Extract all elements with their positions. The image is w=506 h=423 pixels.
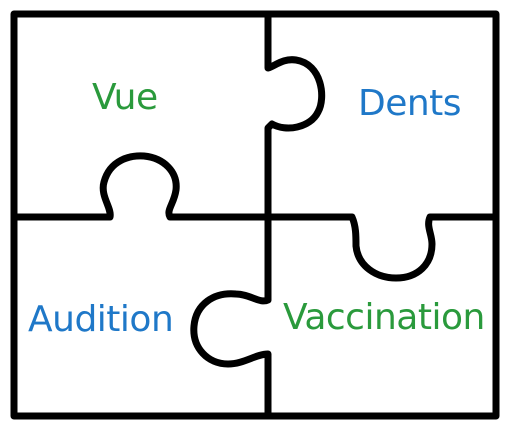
piece-label-vue: Vue	[92, 77, 158, 118]
piece-label-dents: Dents	[358, 83, 462, 124]
seam-horizontal-left	[10, 152, 272, 221]
seam-horizontal-right	[264, 213, 500, 282]
seam-vertical-top	[264, 10, 326, 221]
piece-label-vaccination: Vaccination	[283, 297, 485, 338]
seam-vertical-bottom	[190, 213, 272, 420]
piece-label-audition: Audition	[28, 299, 174, 340]
